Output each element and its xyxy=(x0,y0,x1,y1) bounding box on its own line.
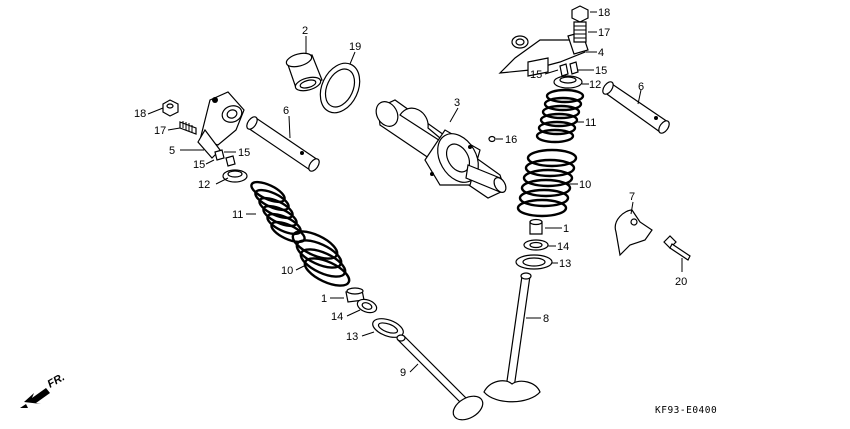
rocker-shaft xyxy=(602,81,670,134)
valve-spring-outer xyxy=(250,180,306,244)
stem-seal xyxy=(529,218,543,235)
callout-1-left: 1 xyxy=(321,293,327,305)
callout-17-left: 17 xyxy=(154,125,166,137)
adjust-nut xyxy=(571,5,589,23)
exhaust-valve xyxy=(483,272,541,403)
callout-9: 9 xyxy=(400,367,406,379)
adjust-nut xyxy=(162,99,179,117)
callout-8: 8 xyxy=(543,313,549,325)
front-direction-arrow: FR. xyxy=(20,371,67,408)
callout-3: 3 xyxy=(454,97,460,109)
callout-5: 5 xyxy=(169,145,175,157)
callout-7: 7 xyxy=(629,191,635,203)
callout-13-right: 13 xyxy=(559,258,571,270)
leader-lines xyxy=(147,11,683,373)
dowel-pin xyxy=(488,135,496,143)
diagram-code: KF93-E0400 xyxy=(655,405,717,416)
spring-washer xyxy=(372,318,404,338)
callout-1-right: 1 xyxy=(563,223,569,235)
rocker-arm-right xyxy=(498,31,589,77)
callout-2: 2 xyxy=(302,25,308,37)
bearing xyxy=(285,52,323,92)
camshaft xyxy=(375,99,507,199)
valve-spring-inner xyxy=(291,230,351,287)
spring-retainer xyxy=(222,169,248,183)
bolt xyxy=(663,235,691,261)
callout-19: 19 xyxy=(349,41,361,53)
callout-14-left: 14 xyxy=(331,311,343,323)
callout-11-right: 11 xyxy=(585,117,596,129)
callout-12-left: 12 xyxy=(198,179,210,191)
callout-15-right-a: 15 xyxy=(530,69,542,81)
callout-12-right: 12 xyxy=(589,79,601,91)
valve-spring-outer xyxy=(535,88,585,144)
valve-spring-inner xyxy=(516,148,578,218)
stem-seal xyxy=(345,287,365,303)
callout-6-left: 6 xyxy=(283,105,289,117)
intake-valve xyxy=(396,334,484,421)
adjust-screw xyxy=(179,121,197,135)
adjust-screw xyxy=(573,21,587,43)
callout-17-right: 17 xyxy=(598,27,610,39)
callout-20: 20 xyxy=(675,276,687,288)
spring-seat xyxy=(523,239,549,251)
callout-15-right-b: 15 xyxy=(595,65,607,77)
valve-cotter xyxy=(559,61,579,77)
callout-14-right: 14 xyxy=(557,241,569,253)
callout-11-left: 11 xyxy=(232,209,243,221)
callout-16: 16 xyxy=(505,134,517,146)
spring-washer xyxy=(515,254,553,270)
callout-18-right: 18 xyxy=(598,7,610,19)
spring-retainer xyxy=(553,75,583,89)
rocker-shaft xyxy=(246,116,320,172)
rocker-arm-left xyxy=(197,91,245,159)
seal-ring xyxy=(319,62,361,114)
callout-18-left: 18 xyxy=(134,108,146,120)
callout-13-left: 13 xyxy=(346,331,358,343)
holder-plate xyxy=(614,209,653,257)
callout-10-right: 10 xyxy=(579,179,591,191)
callout-labels: 2 19 3 16 18 17 5 15 15 12 6 11 10 1 14 … xyxy=(134,7,687,379)
spring-seat xyxy=(356,298,378,314)
valve-cotter xyxy=(214,149,236,167)
direction-label: FR. xyxy=(46,371,67,390)
callout-6-right: 6 xyxy=(638,81,644,93)
callout-15-left-b: 15 xyxy=(193,159,205,171)
callout-10-left: 10 xyxy=(281,265,293,277)
callout-15-left-a: 15 xyxy=(238,147,250,159)
callout-4: 4 xyxy=(598,47,604,59)
